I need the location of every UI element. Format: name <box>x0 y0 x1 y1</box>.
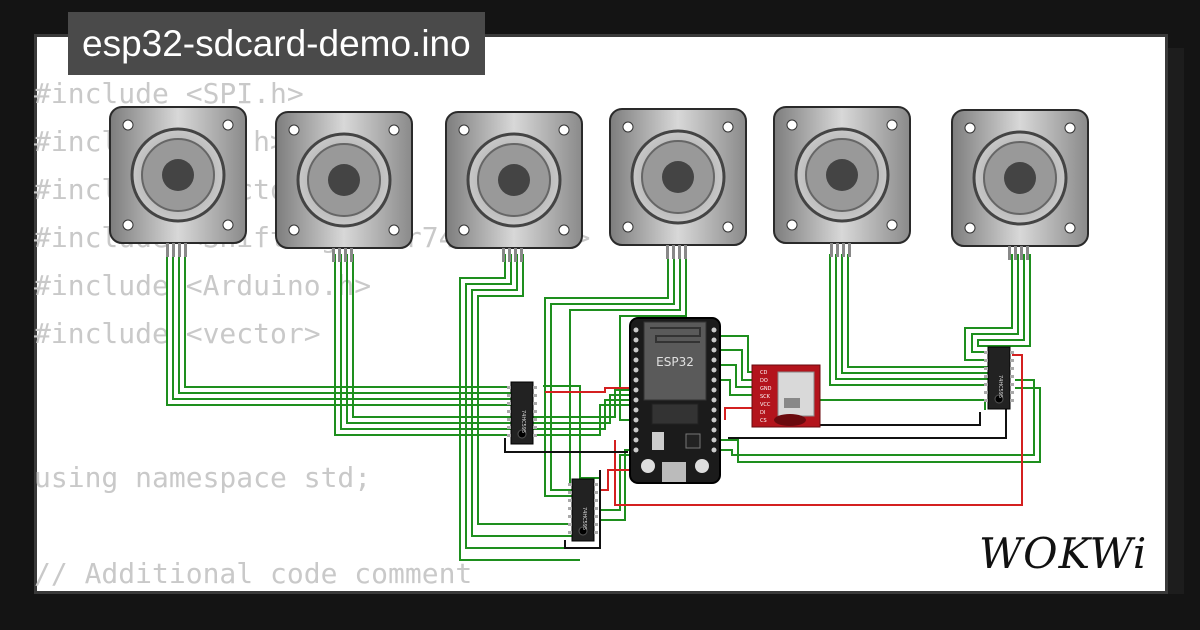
sd-pin-label: DI <box>760 410 765 416</box>
stepper-motor-icon <box>950 108 1090 262</box>
chip-label: 74HC595 <box>520 410 526 433</box>
code-line-9: using namespace std; <box>34 461 372 494</box>
sd-pin-label: SCK <box>760 394 771 400</box>
board-label: ESP32 <box>656 355 694 369</box>
esp32-board-icon: ESP32 <box>629 317 721 484</box>
sd-pin-label: DO <box>760 378 768 384</box>
page-title: esp32-sdcard-demo.ino <box>68 12 485 75</box>
sd-pin-label: CD <box>760 370 767 376</box>
stepper-motor-icon <box>274 110 414 264</box>
code-line-6: #include <vector> <box>34 317 321 350</box>
code-line-11: // Additional code comment <box>34 557 473 590</box>
green-wires <box>166 250 1041 561</box>
sd-card-module-icon: CD DO GND SCK VCC DI CS <box>751 364 821 428</box>
stepper-motor-icon <box>444 110 584 264</box>
bottom-bar <box>0 594 1200 630</box>
sd-pin-label: VCC <box>760 402 771 408</box>
stepper-motor-icon <box>108 105 248 259</box>
code-line-1: #include <SPI.h> <box>34 77 304 110</box>
wokwi-logo-icon: WOKWi <box>979 529 1147 578</box>
stepper-motor-icon <box>772 105 912 259</box>
stepper-motor-icon <box>608 107 748 261</box>
logo-text: WOKWi <box>979 529 1147 578</box>
sd-pin-label: GND <box>760 386 772 392</box>
chip-label: 74HC595 <box>581 507 587 530</box>
black-wires <box>504 406 1007 549</box>
red-wires <box>545 354 1023 506</box>
chip-label: 74HC595 <box>997 375 1003 398</box>
sd-pin-label: CS <box>760 418 767 424</box>
